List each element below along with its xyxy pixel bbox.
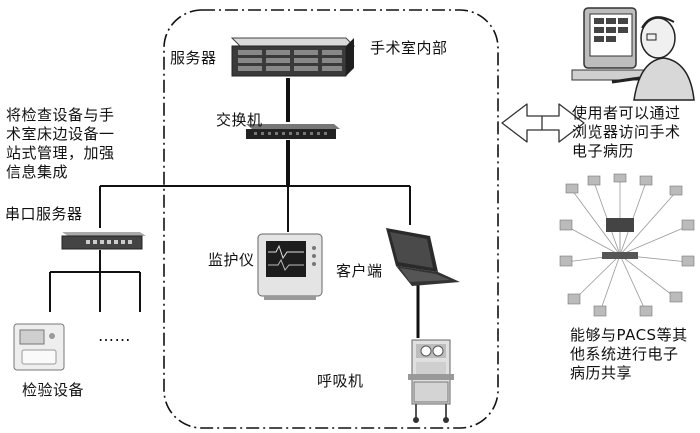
user-at-computer-icon: [571, 7, 695, 101]
double-arrow-icon: [501, 103, 585, 143]
monitor-label: 监护仪: [208, 251, 255, 269]
patient-monitor-icon: [257, 233, 323, 300]
pacs-note-line-1: 能够与PACS等其: [570, 326, 688, 344]
serial-server-label: 串口服务器: [5, 205, 83, 223]
integration-note-line-3: 站式管理，加强: [6, 144, 115, 162]
lab-equipment-label: 检验设备: [22, 381, 85, 399]
integration-note-line-4: 信息集成: [6, 163, 69, 181]
pacs-network-icon: [559, 173, 695, 317]
browser-note-line-2: 浏览器访问手术: [572, 123, 681, 141]
ventilator-label: 呼吸机: [317, 372, 364, 390]
integration-note-line-2: 术室床边设备一: [6, 125, 115, 143]
browser-note: 使用者可以通过 浏览器访问手术 电子病历: [572, 104, 681, 161]
or-boundary: [163, 9, 499, 429]
integration-note: 将检查设备与手 术室床边设备一 站式管理，加强 信息集成: [6, 106, 115, 182]
browser-note-line-1: 使用者可以通过: [572, 104, 681, 122]
ellipsis-label: ……: [98, 326, 131, 345]
anesthesia-ventilator-icon: [408, 339, 454, 423]
lab-analyzer-icon: [13, 323, 65, 371]
browser-note-line-3: 电子病历: [572, 142, 635, 160]
integration-note-line-1: 将检查设备与手: [6, 106, 115, 124]
server-label: 服务器: [170, 49, 217, 67]
network-switch-icon: [246, 124, 340, 139]
switch-label: 交换机: [216, 111, 263, 129]
or-interior-label: 手术室内部: [370, 39, 448, 57]
client-label: 客户端: [336, 262, 383, 280]
laptop-client-icon: [386, 228, 460, 286]
serial-server-icon: [61, 232, 146, 250]
pacs-note-line-2: 他系统进行电子: [570, 345, 679, 363]
pacs-note: 能够与PACS等其 他系统进行电子 病历共享: [570, 326, 688, 383]
connection-lines: [49, 78, 420, 338]
pacs-note-line-3: 病历共享: [570, 364, 633, 382]
server-rack-icon: [230, 37, 356, 77]
